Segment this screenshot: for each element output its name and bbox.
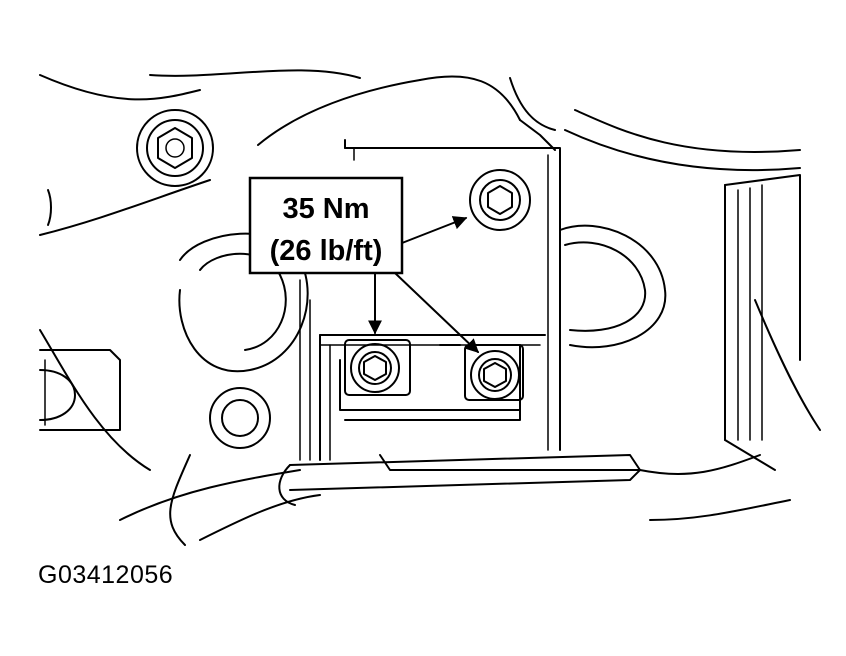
callout-arrows bbox=[368, 216, 480, 353]
left-bracket bbox=[39, 349, 121, 431]
arrow-to-top-right-bolt bbox=[401, 216, 468, 244]
background-linework bbox=[39, 69, 801, 546]
right-frame bbox=[724, 174, 821, 471]
callout-box bbox=[248, 176, 404, 275]
lower-bar bbox=[278, 454, 641, 506]
left-bushing bbox=[178, 232, 309, 449]
bottom-right-bolt-icon bbox=[464, 344, 524, 401]
figure-id: G03412056 bbox=[38, 561, 174, 589]
arrow-to-bottom-right-bolt bbox=[394, 272, 480, 353]
mounting-plate bbox=[299, 139, 561, 461]
torque-nm-label: 35 Nm bbox=[282, 193, 369, 225]
upper-left-bolt-icon bbox=[136, 109, 214, 187]
torque-callout: 35 Nm (26 lb/ft) bbox=[248, 176, 404, 275]
top-right-bolt-icon bbox=[469, 169, 531, 231]
right-bushing bbox=[559, 224, 667, 349]
torque-lbft-label: (26 lb/ft) bbox=[270, 235, 383, 267]
bottom-left-bolt-icon bbox=[344, 339, 411, 396]
